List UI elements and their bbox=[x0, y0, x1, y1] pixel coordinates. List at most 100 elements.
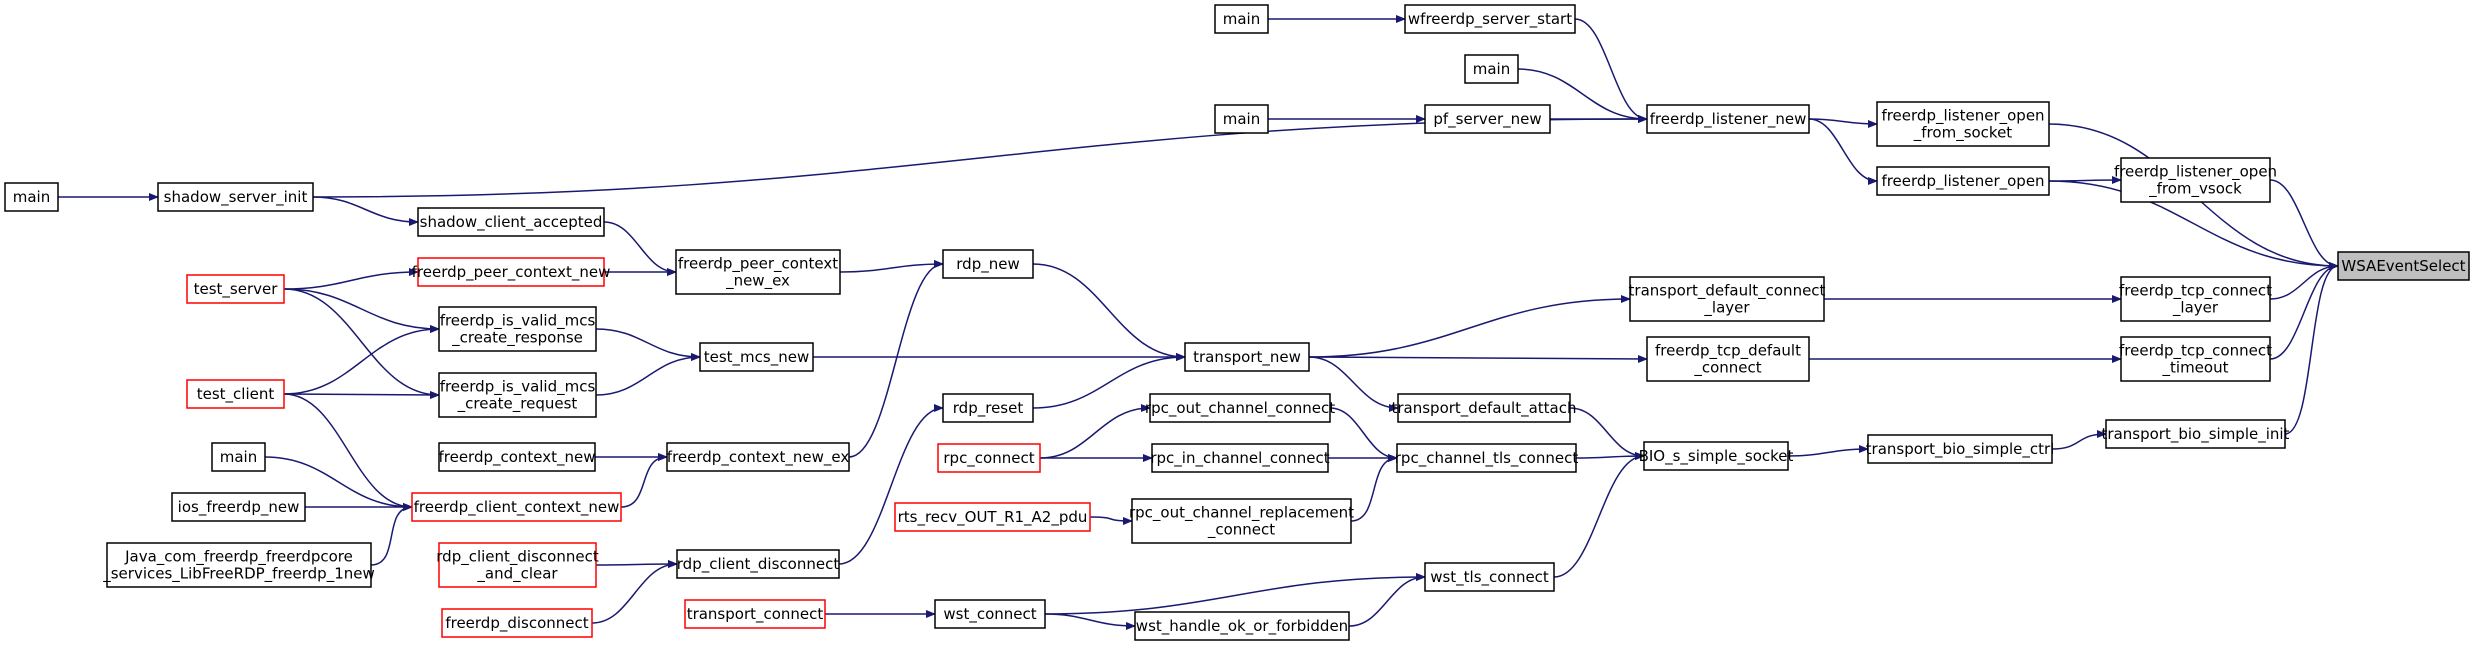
node-transport-default-connect-layer[interactable]: transport_default_connect_layer bbox=[1629, 276, 1826, 322]
edge bbox=[1308, 295, 1631, 358]
node-main[interactable]: main bbox=[211, 442, 266, 472]
node-freerdp-tcp-connect-timeout[interactable]: freerdp_tcp_connect_timeout bbox=[2119, 336, 2272, 382]
node-label: freerdp_context_new_ex bbox=[667, 448, 850, 467]
node-box bbox=[186, 274, 285, 304]
node-rdp-new[interactable]: rdp_new bbox=[942, 249, 1034, 279]
node-freerdp-listener-new[interactable]: freerdp_listener_new bbox=[1646, 104, 1810, 134]
edge bbox=[1032, 353, 1186, 409]
node-label: rdp_client_disconnect bbox=[677, 555, 840, 574]
node-ios-freerdp-new[interactable]: ios_freerdp_new bbox=[171, 492, 306, 522]
node-rdp-client-disconnect[interactable]: rdp_client_disconnect bbox=[676, 549, 840, 579]
edge bbox=[2269, 262, 2339, 360]
node-rdp-client-disconnect-and-clear[interactable]: rdp_client_disconnect_and_clear bbox=[436, 542, 599, 588]
edge bbox=[2051, 430, 2107, 450]
node-rpc-out-channel-replacement-connect[interactable]: rpc_out_channel_replacement_connect bbox=[1129, 498, 1354, 544]
node-rpc-connect[interactable]: rpc_connect bbox=[937, 443, 1041, 473]
node-freerdp-is-valid-mcs-create-request[interactable]: freerdp_is_valid_mcs_create_request bbox=[438, 372, 597, 418]
node-label: transport_bio_simple_init bbox=[2102, 425, 2290, 444]
edge-tcli-to-ccn bbox=[283, 393, 413, 511]
node-rpc-in-channel-connect[interactable]: rpc_in_channel_connect bbox=[1150, 443, 1330, 473]
node-rts-recv-out-r1-a2-pdu[interactable]: rts_recv_OUT_R1_A2_pdu bbox=[894, 502, 1091, 532]
edge-rdpn-to-tn bbox=[1032, 263, 1186, 361]
node-label: wst_connect bbox=[943, 605, 1036, 624]
node-main[interactable]: main bbox=[4, 182, 59, 212]
edge bbox=[591, 560, 678, 624]
edge-tn-to-tda bbox=[1308, 356, 1399, 412]
edge-tcl-to-wsa bbox=[2269, 262, 2339, 300]
edge bbox=[1348, 573, 1426, 627]
node-freerdp-listener-open-from-socket[interactable]: freerdp_listener_open_from_socket bbox=[1876, 101, 2050, 147]
node-box bbox=[1424, 562, 1555, 592]
node-freerdp-client-context-new[interactable]: freerdp_client_context_new bbox=[411, 492, 622, 522]
node-label: freerdp_is_valid_mcs bbox=[440, 312, 596, 331]
node-wst-connect[interactable]: wst_connect bbox=[934, 599, 1046, 629]
node-box bbox=[106, 542, 372, 588]
node-wfreerdp-server-start[interactable]: wfreerdp_server_start bbox=[1404, 4, 1576, 34]
node-transport-default-attach[interactable]: transport_default_attach bbox=[1392, 393, 1577, 423]
node-bio-s-simple-socket[interactable]: BIO_s_simple_socket bbox=[1639, 441, 1794, 471]
edge bbox=[595, 328, 701, 361]
node-freerdp-context-new-ex[interactable]: freerdp_context_new_ex bbox=[666, 442, 850, 472]
node-label: freerdp_peer_context_new bbox=[412, 263, 611, 282]
node-freerdp-peer-context-new-ex[interactable]: freerdp_peer_context_new_ex bbox=[675, 249, 841, 295]
node-freerdp-is-valid-mcs-create-response[interactable]: freerdp_is_valid_mcs_create_response bbox=[438, 306, 597, 352]
node-shadow-server-init[interactable]: shadow_server_init bbox=[157, 182, 314, 212]
node-rpc-channel-tls-connect[interactable]: rpc_channel_tls_connect bbox=[1395, 443, 1579, 473]
node-test-client[interactable]: test_client bbox=[186, 379, 285, 409]
node-transport-bio-simple-ctrl[interactable]: transport_bio_simple_ctrl bbox=[1866, 434, 2055, 464]
edge-tcli-to-ivres bbox=[283, 325, 440, 395]
node-wsaeventselect[interactable]: WSAEventSelect bbox=[2337, 251, 2470, 281]
node-label: transport_default_connect bbox=[1629, 282, 1826, 301]
node-box bbox=[2105, 419, 2286, 449]
node-label: freerdp_listener_open bbox=[2114, 163, 2277, 182]
node-label: freerdp_listener_open bbox=[1881, 107, 2044, 126]
node-java-com-freerdp-freerdpcore-services-libfreerdp-freerdp-1new[interactable]: Java_com_freerdp_freerdpcore_services_Li… bbox=[102, 542, 375, 588]
node-box bbox=[1867, 434, 2053, 464]
node-box bbox=[1151, 443, 1329, 473]
node-freerdp-disconnect[interactable]: freerdp_disconnect bbox=[441, 608, 593, 638]
node-freerdp-listener-open[interactable]: freerdp_listener_open bbox=[1876, 166, 2050, 196]
edge bbox=[1329, 407, 1398, 462]
node-transport-new[interactable]: transport_new bbox=[1184, 342, 1310, 372]
node-shadow-client-accepted[interactable]: shadow_client_accepted bbox=[417, 207, 605, 237]
node-box bbox=[2120, 276, 2271, 322]
node-freerdp-tcp-connect-layer[interactable]: freerdp_tcp_connect_layer bbox=[2119, 276, 2272, 322]
node-box bbox=[1646, 104, 1810, 134]
node-label: main bbox=[1223, 10, 1260, 28]
edge-wst-to-whof bbox=[1044, 613, 1136, 630]
node-freerdp-tcp-default-connect[interactable]: freerdp_tcp_default_connect bbox=[1646, 336, 1810, 382]
node-label: wst_tls_connect bbox=[1430, 568, 1549, 587]
node-wst-tls-connect[interactable]: wst_tls_connect bbox=[1424, 562, 1555, 592]
edge-sca-to-pcne bbox=[603, 221, 677, 276]
node-transport-connect[interactable]: transport_connect bbox=[684, 599, 826, 629]
node-label: rdp_new bbox=[956, 255, 1019, 274]
edge-tn-to-tdc bbox=[1308, 354, 1648, 363]
node-transport-bio-simple-init[interactable]: transport_bio_simple_init bbox=[2102, 419, 2290, 449]
node-label: freerdp_client_context_new bbox=[414, 498, 620, 517]
edge bbox=[370, 503, 413, 566]
node-main[interactable]: main bbox=[1464, 54, 1519, 84]
node-freerdp-peer-context-new[interactable]: freerdp_peer_context_new bbox=[412, 257, 611, 287]
node-main[interactable]: main bbox=[1214, 4, 1269, 34]
node-freerdp-context-new[interactable]: freerdp_context_new bbox=[438, 442, 596, 472]
node-wst-handle-ok-or-forbidden[interactable]: wst_handle_ok_or_forbidden bbox=[1134, 611, 1350, 641]
node-rdp-reset[interactable]: rdp_reset bbox=[942, 393, 1034, 423]
node-pf-server-new[interactable]: pf_server_new bbox=[1424, 104, 1551, 134]
edge-lo-to-wsa bbox=[2048, 180, 2339, 270]
edge bbox=[1808, 118, 1878, 128]
node-box bbox=[1646, 336, 1810, 382]
node-freerdp-listener-open-from-vsock[interactable]: freerdp_listener_open_from_vsock bbox=[2114, 157, 2277, 203]
edge-rcdc-to-rcd bbox=[595, 560, 678, 569]
node-rpc-out-channel-connect[interactable]: rpc_out_channel_connect bbox=[1145, 393, 1335, 423]
edge bbox=[603, 221, 677, 276]
node-test-server[interactable]: test_server bbox=[186, 274, 285, 304]
node-label: rdp_reset bbox=[953, 399, 1024, 418]
node-box bbox=[1134, 611, 1350, 641]
node-box bbox=[171, 492, 306, 522]
edge-rocc-to-rctc bbox=[1329, 407, 1398, 462]
node-label: rts_recv_OUT_R1_A2_pdu bbox=[898, 508, 1088, 527]
node-test-mcs-new[interactable]: test_mcs_new bbox=[699, 342, 814, 372]
edge-rts-to-rocrc bbox=[1089, 516, 1133, 525]
node-main[interactable]: main bbox=[1214, 104, 1269, 134]
